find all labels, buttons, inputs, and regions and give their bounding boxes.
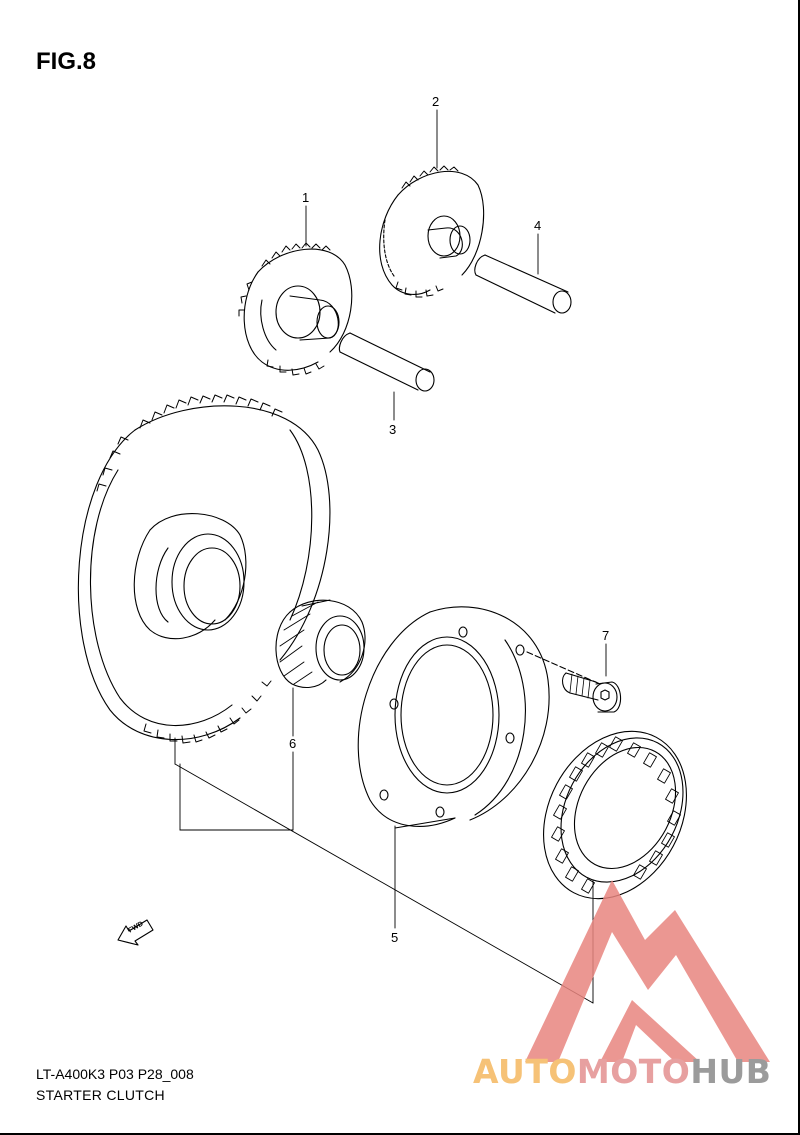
watermark-text: AUTOMOTOHUB [473,1052,771,1091]
watermark-hub: HUB [690,1052,772,1091]
watermark-moto: MOTO [576,1052,691,1091]
callout-1: 1 [302,190,310,205]
part-5-clutch-housing [357,606,550,829]
figure-title: FIG.8 [36,48,97,75]
figure-caption: STARTER CLUTCH [36,1087,165,1103]
part-4-pin [474,254,572,314]
callout-3: 3 [389,422,397,437]
part-3-pin [338,332,435,392]
figure-code: LT-A400K3 P03 P28_008 [36,1066,194,1082]
callout-7: 7 [602,628,610,643]
part-7-bolt [526,651,622,713]
watermark-logo-icon [525,880,770,1062]
part-2-gear [379,165,485,298]
part-6-needle-bearing [275,599,366,689]
callout-5: 5 [391,930,399,945]
callout-2: 2 [432,94,440,109]
sprag-clutch [543,730,687,900]
leader-lines [174,109,607,1004]
callout-4: 4 [534,218,542,233]
part-1-gear [238,242,353,376]
watermark-auto: AUTO [473,1052,577,1091]
callout-6: 6 [289,736,297,751]
fwd-arrow-icon [117,919,154,946]
large-gear [77,394,331,744]
